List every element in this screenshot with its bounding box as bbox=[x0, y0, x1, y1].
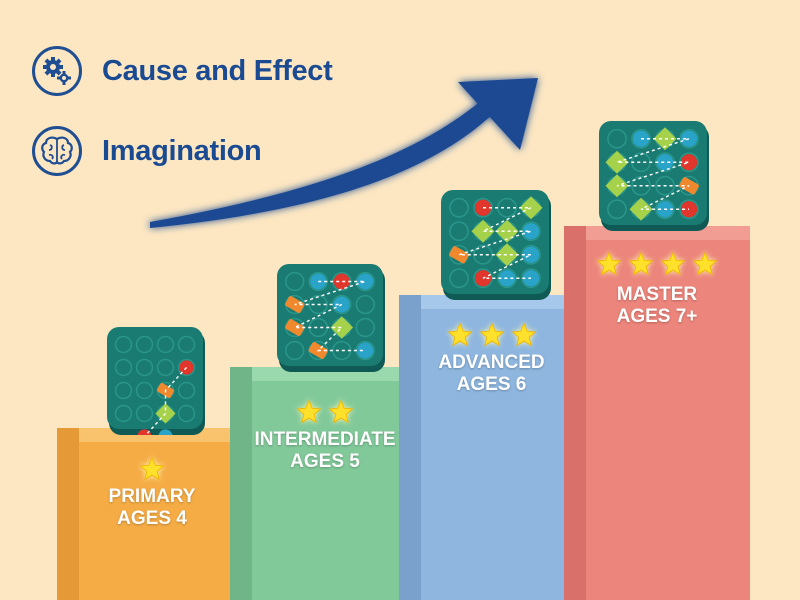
star-icon bbox=[296, 399, 322, 424]
level-ages: AGES 4 bbox=[117, 508, 187, 529]
step-primary: PRIMARY AGES 4 bbox=[57, 428, 247, 600]
puzzle-board-primary bbox=[107, 327, 207, 435]
puzzle-board-advanced bbox=[441, 190, 553, 300]
step-master: MASTER AGES 7+ bbox=[564, 226, 750, 600]
star-icon bbox=[511, 322, 536, 347]
level-ages: AGES 6 bbox=[456, 374, 527, 395]
star-icon bbox=[447, 322, 472, 347]
feature-cause-effect: Cause and Effect bbox=[32, 46, 333, 96]
star-icon bbox=[328, 399, 354, 424]
star-rating bbox=[57, 456, 247, 487]
level-name: ADVANCED bbox=[438, 352, 545, 373]
star-icon bbox=[660, 251, 686, 276]
step-intermediate: INTERMEDIATE AGES 5 bbox=[230, 367, 420, 600]
star-rating bbox=[399, 322, 584, 353]
star-icon bbox=[596, 251, 622, 276]
level-name: INTERMEDIATE bbox=[254, 429, 396, 450]
feature-label: Cause and Effect bbox=[102, 54, 333, 87]
puzzle-board-intermediate bbox=[277, 264, 387, 372]
star-rating bbox=[230, 399, 420, 430]
star-icon bbox=[692, 251, 718, 276]
star-icon bbox=[628, 251, 654, 276]
feature-label: Imagination bbox=[102, 134, 262, 167]
step-advanced: ADVANCED AGES 6 bbox=[399, 295, 584, 600]
feature-imagination: Imagination bbox=[32, 126, 262, 176]
level-ages: AGES 7+ bbox=[616, 306, 698, 327]
brain-icon bbox=[32, 126, 82, 176]
level-ages: AGES 5 bbox=[290, 451, 360, 472]
puzzle-board-master bbox=[599, 121, 711, 231]
star-icon bbox=[479, 322, 504, 347]
level-name: MASTER bbox=[616, 284, 698, 305]
star-icon bbox=[139, 456, 165, 481]
gears-icon bbox=[32, 46, 82, 96]
star-rating bbox=[564, 251, 750, 282]
level-name: PRIMARY bbox=[108, 486, 196, 507]
